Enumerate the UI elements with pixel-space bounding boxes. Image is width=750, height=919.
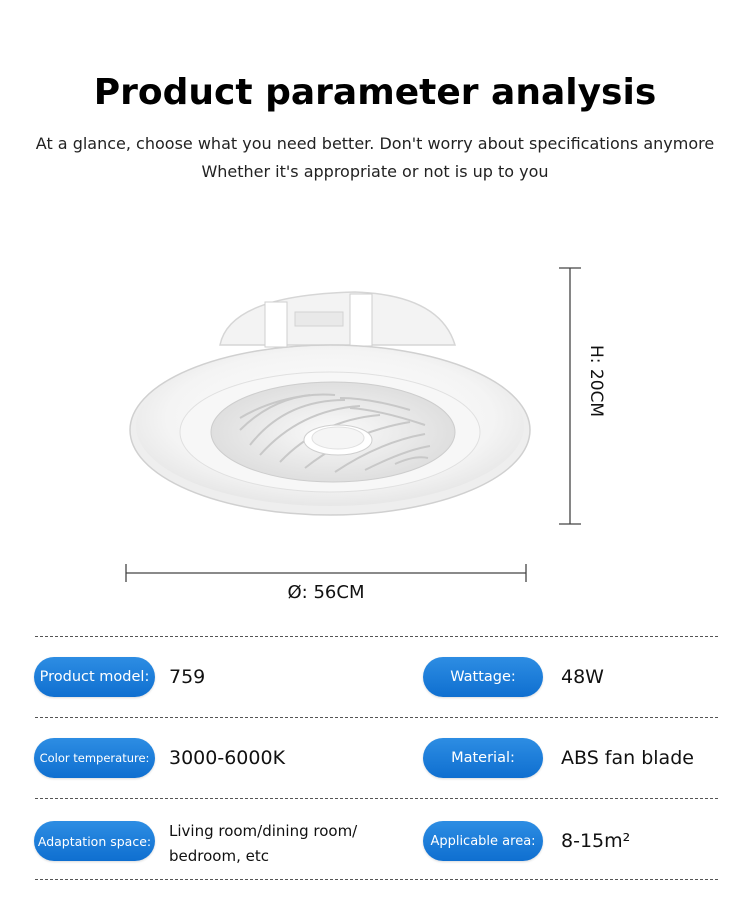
divider <box>35 717 718 718</box>
applicable-area-value: 8-15m² <box>561 830 631 852</box>
product-model-value: 759 <box>169 666 206 688</box>
color-temperature-badge: Color temperature: <box>34 738 155 778</box>
material-value: ABS fan blade <box>561 747 694 769</box>
adaptation-space-value: Living room/dining room/ bedroom, etc <box>169 819 399 869</box>
color-temperature-value: 3000-6000K <box>169 747 286 769</box>
page-title: Product parameter analysis <box>93 72 657 113</box>
subtitle-line-1: At a glance, choose what you need better… <box>35 134 715 153</box>
height-label: H: 20CM <box>586 345 606 418</box>
material-badge: Material: <box>423 738 543 778</box>
subtitle-line-2: Whether it's appropriate or not is up to… <box>201 162 549 181</box>
adaptation-space-line-1: Living room/dining room/ <box>169 822 358 840</box>
product-model-badge: Product model: <box>34 657 155 697</box>
divider <box>35 879 718 880</box>
applicable-area-badge: Applicable area: <box>423 821 543 861</box>
divider <box>35 636 718 637</box>
divider <box>35 798 718 799</box>
wattage-badge: Wattage: <box>423 657 543 697</box>
adaptation-space-line-2: bedroom, etc <box>169 847 269 865</box>
diameter-dimension-bar <box>125 564 527 582</box>
mount-bracket <box>219 291 457 348</box>
diameter-label: Ø: 56CM <box>287 582 365 603</box>
fan-blades <box>239 393 431 473</box>
adaptation-space-badge: Adaptation space: <box>34 821 155 861</box>
height-dimension-line <box>559 267 581 525</box>
wattage-value: 48W <box>561 666 604 688</box>
ceiling-fan-image <box>129 267 581 525</box>
